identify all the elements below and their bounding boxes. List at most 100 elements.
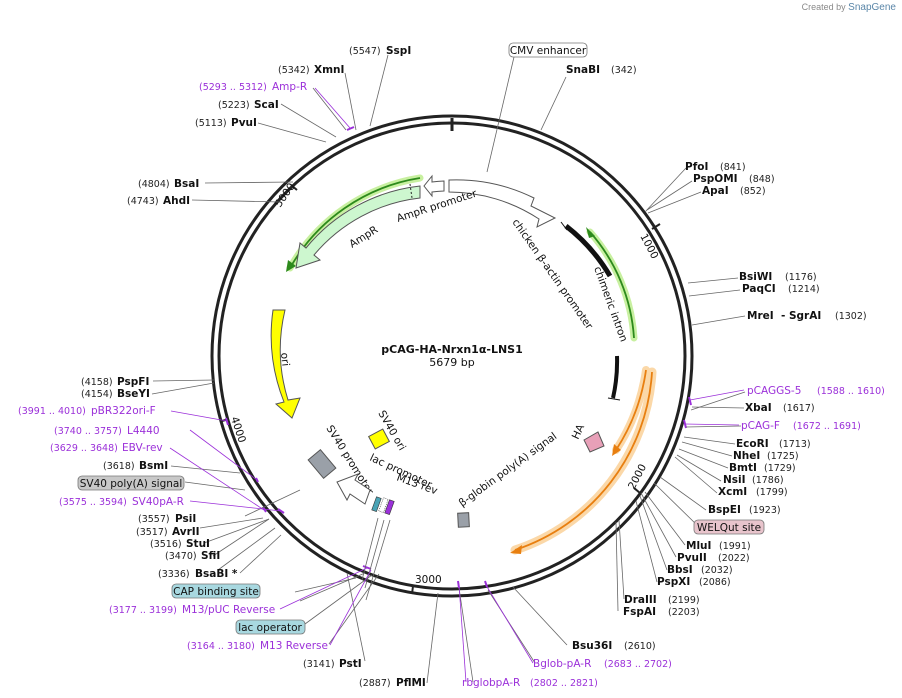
insert-orange-arrow-2[interactable] [615, 369, 647, 451]
site-scai[interactable]: ScaI [254, 99, 279, 111]
site-pfoi-pos: (841) [720, 162, 746, 173]
site-sfii-pos: (3470) [165, 551, 197, 562]
intron-end-tick [607, 397, 621, 401]
primer-pcaggs5[interactable]: pCAGGS-5 [747, 385, 801, 397]
tick-mark-5000 [290, 184, 298, 191]
site-paqci[interactable]: PaqCI [742, 283, 776, 295]
backbone-outer [210, 114, 694, 598]
primer-pbr322ori-f[interactable]: pBR322ori-F [91, 405, 156, 417]
primer-l4440[interactable]: L4440 [127, 425, 160, 437]
site-xmni[interactable]: XmnI [314, 64, 344, 76]
primer-pcaggs5-range: (1588 .. 1610) [817, 386, 885, 397]
site-bsabi[interactable]: BsaBI * [195, 568, 238, 580]
site-bbsi[interactable]: BbsI [667, 564, 693, 576]
chimeric-intron-arrowhead [586, 227, 595, 238]
site-pflmi[interactable]: PflMI [396, 677, 426, 689]
site-psti-pos: (3141) [303, 659, 335, 670]
site-ahdi-pos: (4743) [127, 196, 159, 207]
cap-binding-box[interactable] [171, 583, 261, 599]
primer-bglob-pa-r[interactable]: Bglob-pA-R [533, 658, 591, 670]
site-bsiwi[interactable]: BsiWI [739, 271, 772, 283]
primer-m13-puc[interactable]: M13/pUC Reverse [182, 604, 275, 616]
chimeric-intron-arrow[interactable] [589, 231, 635, 339]
site-nhei[interactable]: NheI [733, 450, 760, 462]
cmv-enhancer-label: CMV enhancer [510, 45, 587, 57]
primer-amp-r[interactable]: Amp-R [272, 81, 307, 93]
site-snabi[interactable]: SnaBI [566, 64, 600, 76]
tick-mark-2000 [633, 487, 641, 494]
site-xcmi[interactable]: XcmI [718, 486, 747, 498]
site-pvui[interactable]: PvuI [231, 117, 257, 129]
bglobin-polya-label: β-globin poly(A) signal [457, 430, 560, 509]
site-fspai[interactable]: FspAI [623, 606, 656, 618]
site-stui[interactable]: StuI [186, 538, 210, 550]
tick-label-5000: 5000 [273, 181, 298, 210]
site-psii-pos: (3557) [138, 514, 170, 525]
primer-sv40pa-r[interactable]: SV40pA-R [132, 496, 184, 508]
primer-amp-r-mark [346, 126, 355, 131]
left-labels: (5547) SspI (5342) XmnI (5293 .. 5312) A… [18, 45, 426, 689]
lac-operator-box[interactable] [235, 619, 306, 635]
primer-m13-reverse[interactable]: M13 Reverse [260, 640, 328, 652]
site-bsmi[interactable]: BsmI [139, 460, 168, 472]
site-bsu36i[interactable]: Bsu36I [572, 640, 612, 652]
site-apai[interactable]: ApaI [702, 185, 729, 197]
site-sspi[interactable]: SspI [386, 45, 411, 57]
sv40-promoter-box[interactable] [307, 448, 337, 480]
site-bsai[interactable]: BsaI [174, 178, 199, 190]
site-xbai-pos: (1617) [783, 403, 815, 414]
sv40-ori-box[interactable] [367, 428, 391, 450]
site-pvuii[interactable]: PvuII [677, 552, 707, 564]
m13-rev-mark [384, 499, 395, 515]
welqut-site-box[interactable] [693, 519, 765, 535]
ha-label: HA [570, 422, 588, 441]
lac-promoter-arrow[interactable] [336, 473, 371, 505]
site-mlui[interactable]: MluI [686, 540, 711, 552]
site-draiii[interactable]: DraIII [624, 594, 657, 606]
site-pfoi[interactable]: PfoI [685, 161, 708, 173]
site-psti[interactable]: PstI [339, 658, 362, 670]
ampr-promoter-arrow[interactable] [423, 174, 445, 198]
site-ahdi[interactable]: AhdI [163, 195, 190, 207]
site-pspfi[interactable]: PspFI [117, 376, 149, 388]
primer-rbglobpa-r[interactable]: rbglobpA-R [462, 677, 520, 689]
primer-m13-reverse-range: (3164 .. 3180) [187, 641, 255, 652]
sv40-polya-label: SV40 poly(A) signal [80, 478, 183, 490]
site-pvuii-pos: (2022) [718, 553, 750, 564]
primer-pcag-f[interactable]: pCAG-F [741, 420, 780, 432]
site-nsii[interactable]: NsiI [723, 474, 746, 486]
primer-pbr322ori-f-mark [225, 417, 229, 426]
chicken-actin-promoter-arrow[interactable] [448, 179, 557, 228]
site-paqci-pos: (1214) [788, 284, 820, 295]
chicken-actin-promoter-label: chicken β-actin promoter [510, 217, 596, 332]
site-bspei[interactable]: BspEI [708, 504, 741, 516]
site-pspomi[interactable]: PspOMI [693, 173, 738, 185]
lac-operator-label: lac operator [238, 622, 302, 634]
site-bbsi-pos: (2032) [701, 565, 733, 576]
site-snabi-pos: (342) [611, 65, 637, 76]
site-mrei-sgrai[interactable]: MreI - SgrAI [747, 310, 821, 322]
ori-arrow[interactable] [270, 309, 301, 419]
site-psii[interactable]: PsiI [175, 513, 196, 525]
site-ecori[interactable]: EcoRI [736, 438, 769, 450]
lac-operator-mark [378, 497, 389, 513]
site-bseyi[interactable]: BseYI [117, 388, 150, 400]
primer-pbr322ori-f-range: (3991 .. 4010) [18, 406, 86, 417]
site-sfii[interactable]: SfiI [201, 550, 220, 562]
cmv-enhancer-box[interactable] [508, 42, 588, 58]
site-avrii[interactable]: AvrII [172, 526, 200, 538]
ampr-arrow[interactable] [295, 185, 421, 269]
sv40-polya-box[interactable] [77, 475, 185, 491]
site-bmti[interactable]: BmtI [729, 462, 757, 474]
site-stui-pos: (3516) [150, 539, 182, 550]
bglobin-polya-box[interactable] [457, 512, 470, 528]
ha-tag[interactable] [583, 431, 605, 453]
primer-ebv-rev[interactable]: EBV-rev [122, 442, 163, 454]
site-pspxi-pos: (2086) [699, 577, 731, 588]
site-bsmi-pos: (3618) [103, 461, 135, 472]
site-pspxi[interactable]: PspXI [657, 576, 690, 588]
site-bsiwi-pos: (1176) [785, 272, 817, 283]
insert-orange-arrow[interactable] [514, 371, 653, 551]
site-xbai[interactable]: XbaI [745, 402, 772, 414]
tick-label-3000: 3000 [415, 574, 442, 586]
